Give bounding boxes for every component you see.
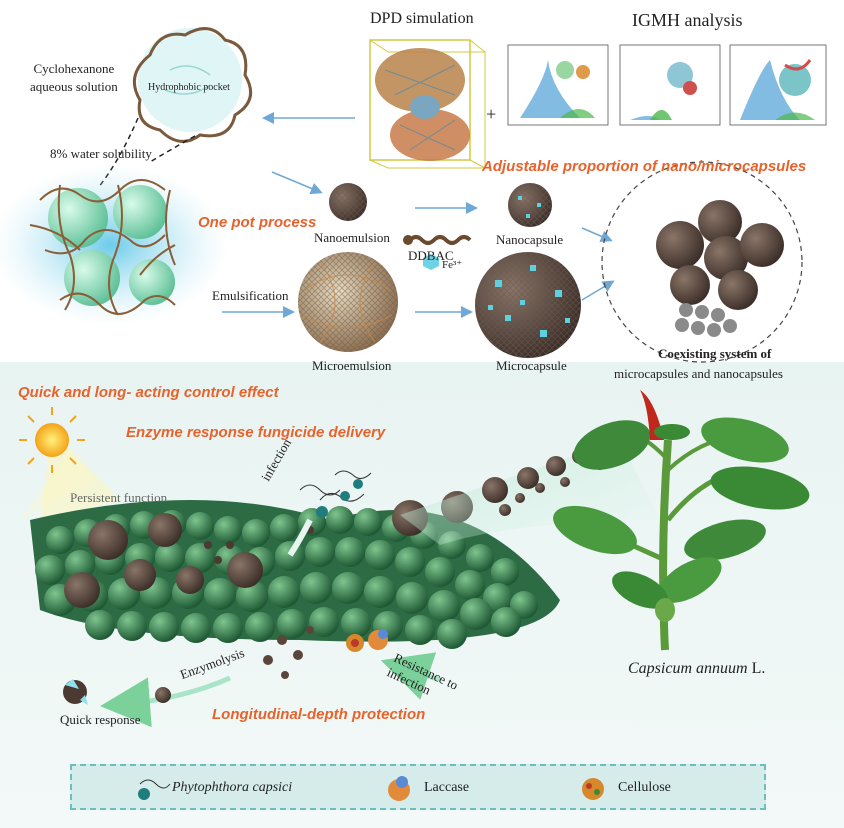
persistent-function-label: Persistent function [70,490,168,505]
one-pot-process-heading: One pot process [198,214,317,231]
ddbac-label: DDBAC [408,248,454,263]
dpd-simulation-label: DPD simulation [370,10,474,27]
cyclohexanone-cluster [0,165,228,325]
sun-icon [19,407,120,520]
legend: Phytophthora capsici Laccase Cellulose [70,764,766,810]
igmh-plots [507,44,827,126]
quick-long-heading: Quick and long- acting control effect [18,384,279,401]
microemulsion-droplet [298,252,398,352]
capsicum-italic: Capsicum annuum [628,660,748,677]
coexisting-line1: Coexisting system of [658,346,772,361]
microcapsule-particle [475,252,581,358]
pathogen-cluster [299,470,372,518]
longitudinal-heading: Longitudinal-depth protection [212,706,426,723]
enzyme-response-heading: Enzyme response fungicide delivery [126,424,386,441]
capsicum-suffix: L. [747,660,766,677]
capsicum-label: Capsicum annuum L. [628,660,765,678]
nanoemulsion-label: Nanoemulsion [314,230,390,245]
fe-label: Fe³⁺ [442,259,463,271]
hydrophobic-pocket-label: Hydrophobic pocket [148,82,230,93]
legend-pathogen-label: Phytophthora capsici [172,780,293,795]
capsicum-plant [553,390,810,651]
laccase-icon [388,776,410,801]
legend-cellulose-label: Cellulose [618,780,671,795]
pathogen-icon [138,779,171,800]
coexisting-system [601,161,803,363]
dpd-simulation-box [369,39,486,169]
broken-capsule [63,679,88,705]
enzyme-cluster [346,629,388,652]
water-solubility-label: 8% water solubility [50,146,152,161]
nanocapsule-label: Nanocapsule [496,232,564,247]
quick-response-label: Quick response [60,712,141,727]
adjustable-proportion-heading: Adjustable proportion of nano/microcapsu… [482,158,807,175]
microcapsule-label: Microcapsule [496,358,567,373]
igmh-analysis-label: IGMH analysis [632,10,743,30]
microemulsion-label: Microemulsion [312,358,392,373]
legend-laccase-label: Laccase [424,780,470,795]
hydrophobic-pocket-molecule [132,27,253,143]
nanocapsule-particle [508,183,552,227]
cellulose-icon [582,778,604,800]
fe-ion-icon [423,254,439,270]
coexisting-line2: microcapsules and nanocapsules [614,366,783,381]
emulsification-label: Emulsification [212,288,289,303]
ddbac-chain-icon [408,235,472,245]
plus-sign: + [486,104,497,124]
